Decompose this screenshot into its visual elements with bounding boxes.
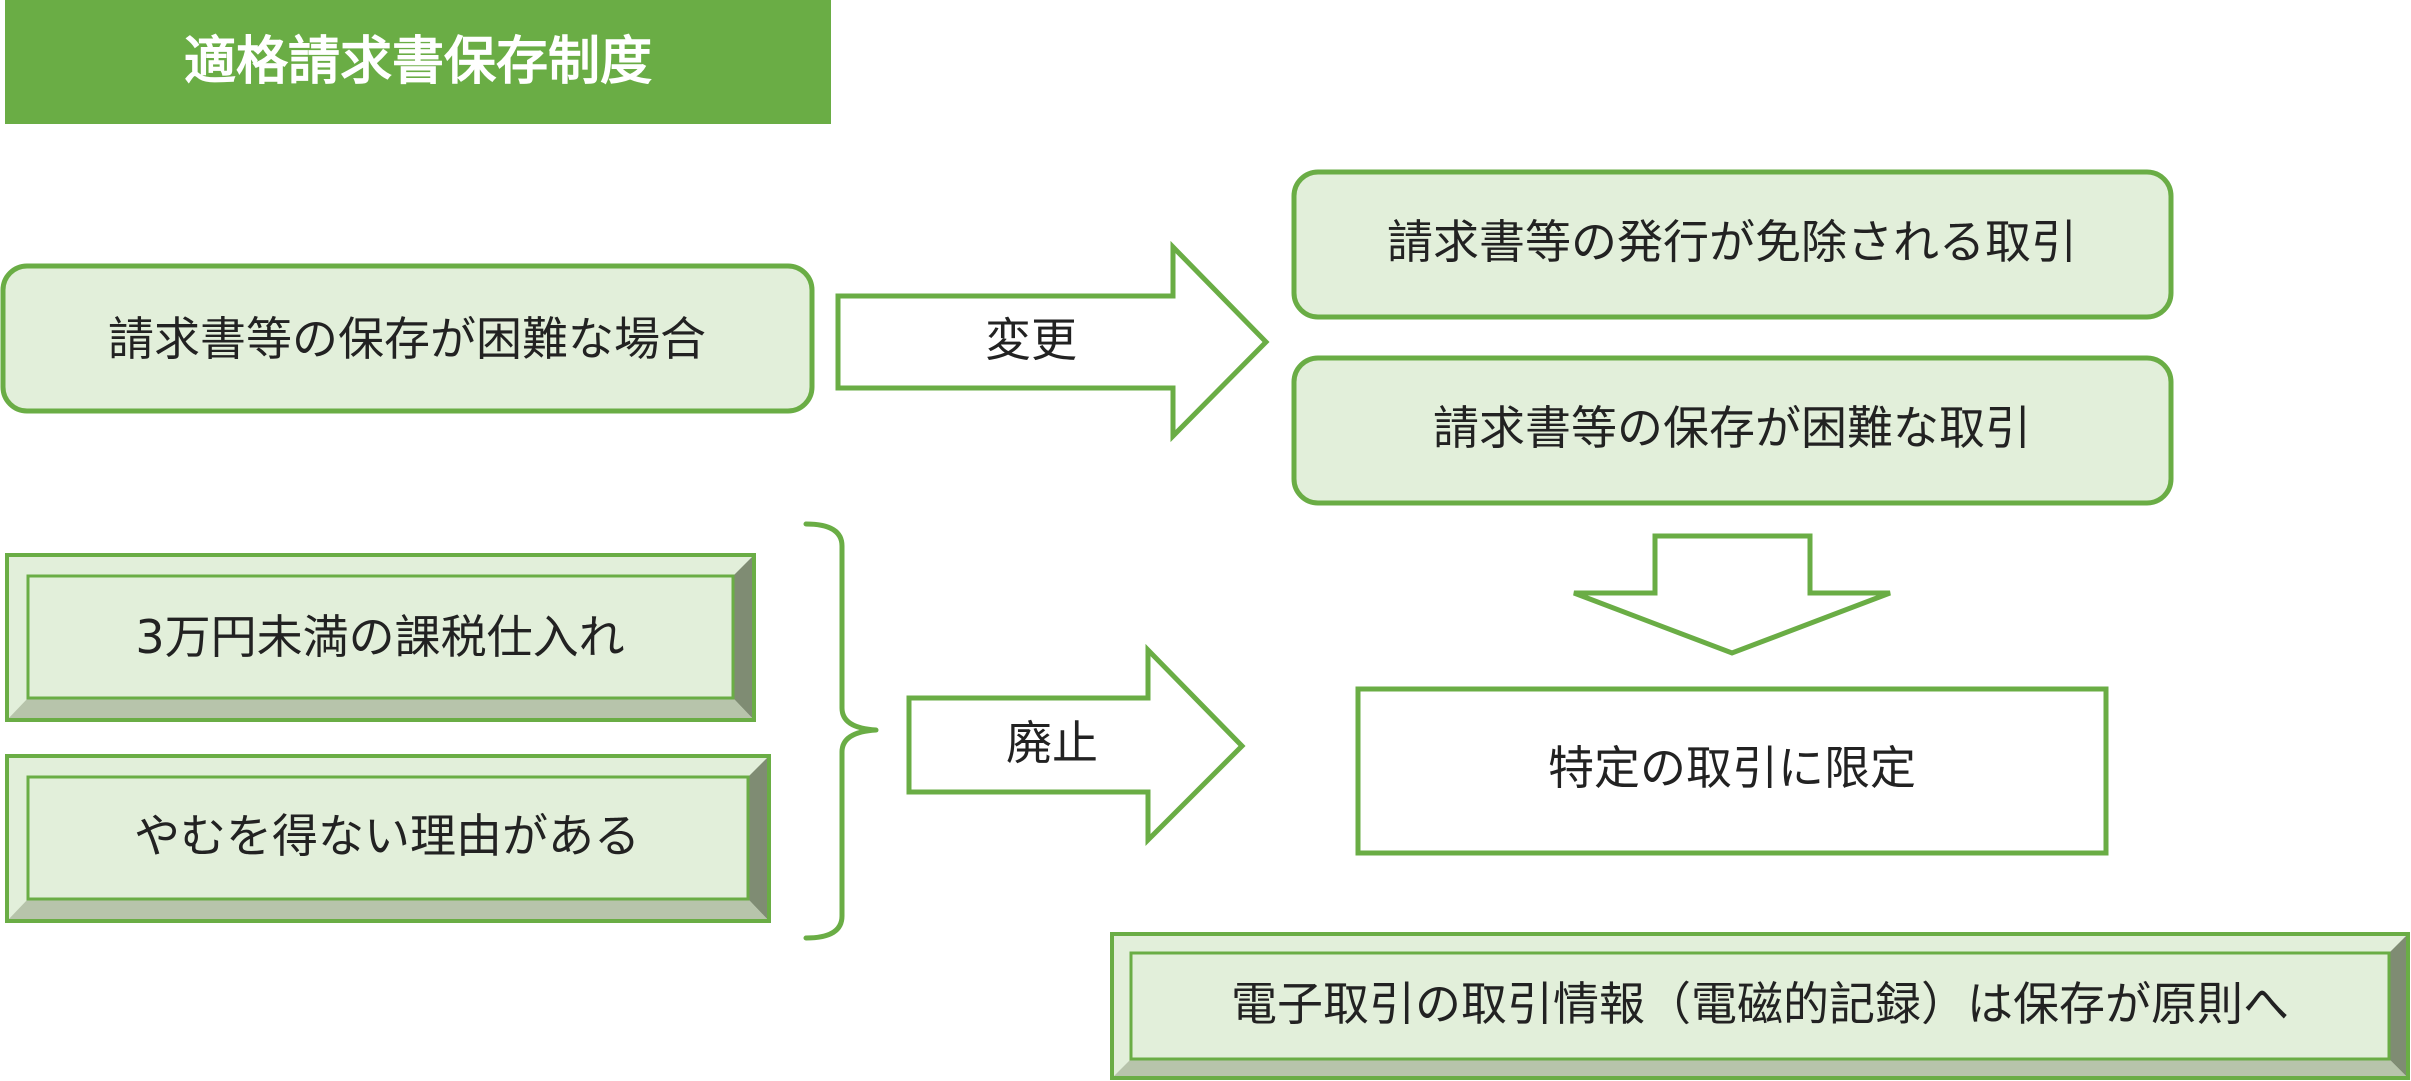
abolish-arrow-label: 廃止	[1006, 716, 1098, 770]
under-30000-box-bevel-right	[733, 555, 754, 720]
electronic-records-label: 電子取引の取引情報（電磁的記録）は保存が原則へ	[1231, 977, 2289, 1031]
electronic-records-box-bevel-bottom	[1112, 1059, 2408, 1078]
electronic-records-box-border	[1110, 932, 2410, 1080]
down-arrow-shape	[1573, 533, 1891, 656]
unavoidable-reason-box-bevel-bottom	[7, 899, 769, 921]
issuance-exempt-label: 請求書等の発行が免除される取引	[1387, 215, 2077, 269]
unavoidable-reason-box-bevel-right	[748, 756, 769, 921]
under-30000-box-inner	[26, 574, 735, 700]
unavoidable-reason-box: やむを得ない理由がある	[5, 754, 771, 923]
difficult-case-box-bg	[0, 263, 815, 414]
change-arrow-label: 変更	[985, 313, 1077, 367]
under-30000-box-bevel-bottom	[7, 698, 754, 720]
difficult-case-box: 請求書等の保存が困難な場合	[0, 263, 815, 414]
difficult-case-label: 請求書等の保存が困難な場合	[108, 312, 706, 366]
electronic-records-box-inner	[1129, 951, 2391, 1061]
under-30000-label: 3万円未満の課税仕入れ	[135, 610, 624, 664]
electronic-records-box-bevel-right	[2389, 934, 2408, 1078]
limited-to-specific-label: 特定の取引に限定	[1548, 741, 1916, 795]
issuance-exempt-box: 請求書等の発行が免除される取引	[1291, 169, 2174, 320]
title-banner-bg	[5, 0, 831, 124]
difficult-transaction-box: 請求書等の保存が困難な取引	[1291, 355, 2174, 506]
difficult-transaction-box-bg	[1291, 355, 2174, 506]
change-arrow: 変更	[835, 240, 1270, 443]
electronic-records-box: 電子取引の取引情報（電磁的記録）は保存が原則へ	[1110, 932, 2410, 1080]
unavoidable-reason-label: やむを得ない理由がある	[134, 809, 640, 863]
difficult-transaction-label: 請求書等の保存が困難な取引	[1433, 401, 2031, 455]
title-text: 適格請求書保存制度	[184, 32, 652, 92]
under-30000-box-border	[5, 553, 756, 722]
abolish-arrow: 廃止	[906, 643, 1246, 847]
limited-to-specific-box-bg	[1355, 686, 2109, 856]
under-30000-box: 3万円未満の課税仕入れ	[5, 553, 756, 722]
title-banner: 適格請求書保存制度	[5, 0, 831, 124]
issuance-exempt-box-bg	[1291, 169, 2174, 320]
abolish-arrow-shape	[906, 643, 1246, 847]
change-arrow-shape	[835, 240, 1270, 443]
unavoidable-reason-box-border	[5, 754, 771, 923]
grouping-brace	[803, 521, 879, 941]
down-arrow	[1573, 533, 1891, 656]
limited-to-specific-box: 特定の取引に限定	[1355, 686, 2109, 856]
unavoidable-reason-box-inner	[26, 775, 750, 901]
